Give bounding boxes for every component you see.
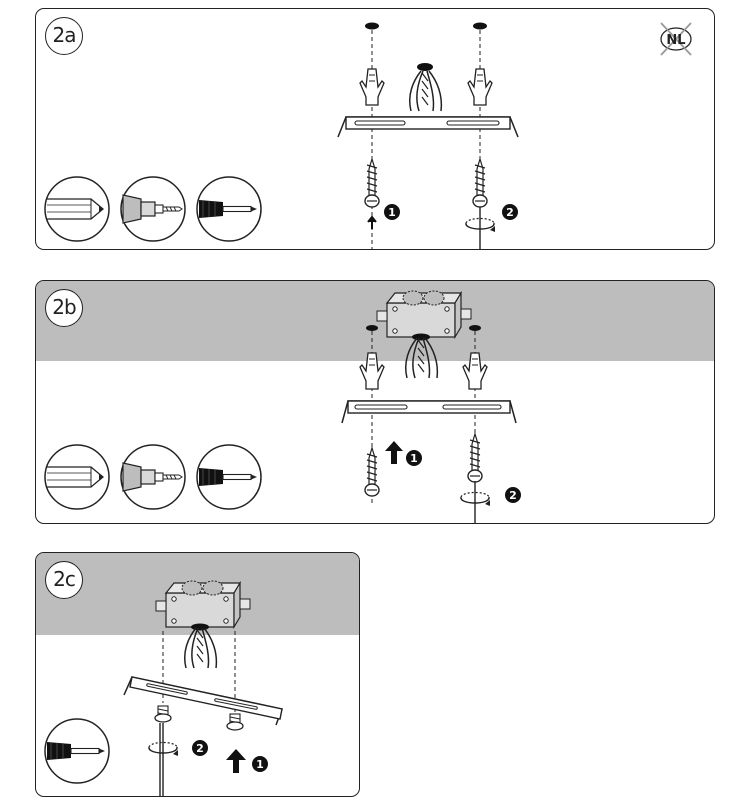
step-2b-illustration: 1 2 (44, 290, 521, 523)
machine-screw-right (226, 713, 244, 731)
screwdriver-icon (196, 176, 262, 242)
screw-left (364, 447, 380, 497)
country-code: NL (666, 33, 685, 48)
step-label: 2b (45, 289, 83, 327)
screw-left (364, 158, 380, 208)
drill-icon (120, 176, 186, 242)
step-2b-panel: 2b 1 2 (35, 280, 715, 524)
step-label: 2c (45, 561, 83, 599)
pencil-icon (44, 444, 110, 510)
wall-plug-left (359, 68, 385, 106)
mains-wires (404, 337, 439, 379)
step-number-2: 2 (509, 489, 517, 502)
screw-right (467, 433, 483, 483)
machine-screw-left (154, 705, 172, 723)
up-arrow-icon (385, 441, 403, 464)
step-2a-illustration: NL 1 2 (44, 22, 692, 249)
junction-box (376, 290, 472, 342)
pencil-icon (44, 176, 110, 242)
mounting-bracket (341, 400, 517, 424)
up-arrow-icon (367, 215, 377, 229)
step-2c-illustration: 2 1 (44, 580, 284, 796)
ceiling (36, 281, 714, 361)
step-number-2: 2 (506, 206, 514, 219)
step-2c-panel: 2c 2 1 (35, 552, 360, 797)
junction-box (155, 580, 251, 632)
step-number-1: 1 (256, 758, 264, 771)
drill-hole-left (366, 325, 378, 331)
step-2a-panel: 2a NL 1 (35, 8, 715, 250)
wall-plug-right (467, 68, 493, 106)
step-number-2: 2 (196, 742, 204, 755)
mounting-bracket (337, 116, 519, 138)
mains-wires (408, 63, 443, 112)
drill-hole-left (365, 22, 379, 30)
mounting-bracket (123, 676, 284, 726)
drill-icon (120, 444, 186, 510)
mains-wires (183, 627, 218, 669)
step-number-1: 1 (410, 452, 418, 465)
step-label: 2a (45, 17, 83, 55)
wall-plug-left (359, 352, 385, 390)
screwdriver-icon (196, 444, 262, 510)
step-number-1: 1 (388, 206, 396, 219)
not-for-netherlands-icon: NL (660, 22, 692, 56)
drill-hole-right (469, 325, 481, 331)
wall-plug-right (462, 352, 488, 390)
drill-hole-right (473, 22, 487, 30)
up-arrow-icon (226, 749, 246, 773)
screw-right (472, 158, 488, 208)
screwdriver-icon (44, 718, 110, 784)
